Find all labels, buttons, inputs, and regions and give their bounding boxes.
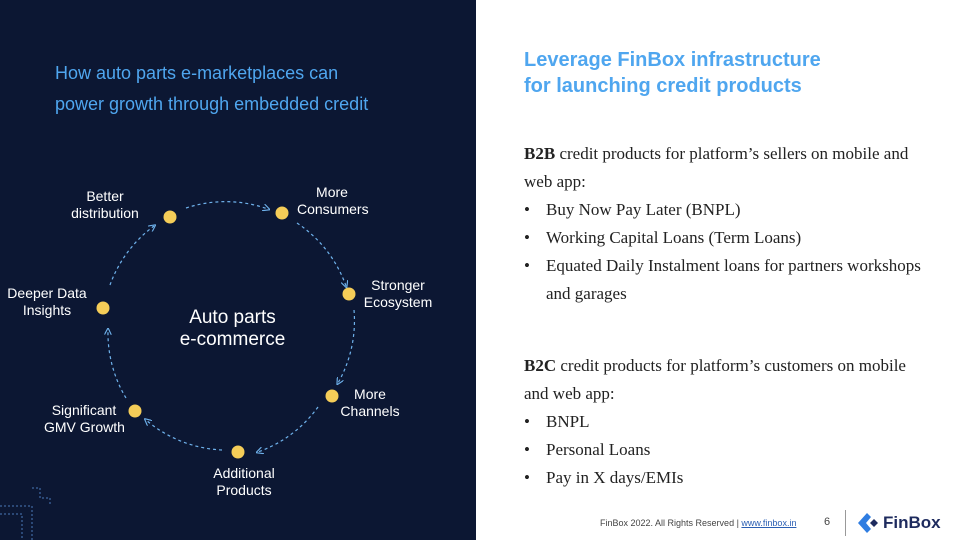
left-panel-title: How auto parts e-marketplaces can power … <box>55 63 369 114</box>
cycle-node-dot <box>325 389 339 403</box>
list-item: •Buy Now Pay Later (BNPL) <box>524 200 741 219</box>
cycle-arrow-5 <box>146 420 223 451</box>
footer-website-link[interactable]: www.finbox.in <box>741 518 797 528</box>
b2b-list: •Buy Now Pay Later (BNPL) •Working Capit… <box>524 196 924 308</box>
node-label-more-consumers: More Consumers <box>297 184 369 217</box>
cycle-arrow-2 <box>296 222 346 286</box>
decorative-corner-lines <box>0 487 51 540</box>
cycle-node-dot <box>163 210 177 224</box>
list-item: •Working Capital Loans (Term Loans) <box>524 228 802 247</box>
cycle-node-dot <box>275 206 289 220</box>
finbox-logo: FinBox <box>856 512 941 534</box>
cycle-arrow-7 <box>109 226 154 286</box>
growth-cycle-diagram <box>96 201 356 459</box>
b2b-intro: B2B credit products for platform’s selle… <box>524 144 909 191</box>
cycle-node-dot <box>128 404 142 418</box>
b2c-section: B2C credit products for platform’s custo… <box>524 352 924 492</box>
list-item: •Personal Loans <box>524 440 651 459</box>
node-label-significant-gmv-growth: Significant GMV Growth <box>44 402 125 435</box>
footer-divider <box>845 510 846 536</box>
node-label-more-channels: More Channels <box>340 386 400 419</box>
list-item: •Pay in X days/EMIs <box>524 468 684 487</box>
node-label-additional-products: Additional Products <box>213 465 275 498</box>
cycle-arrow-4 <box>258 406 319 452</box>
node-label-better-distribution: Better distribution <box>71 188 139 221</box>
finbox-logo-text: FinBox <box>883 513 941 532</box>
cycle-node-dot <box>342 287 356 301</box>
left-panel: How auto parts e-marketplaces can power … <box>0 0 476 540</box>
cycle-node-dot <box>96 301 110 315</box>
cycle-center-label: Auto parts e-commerce <box>179 307 286 350</box>
b2b-section: B2B credit products for platform’s selle… <box>524 140 924 308</box>
finbox-logo-icon <box>858 513 878 533</box>
b2c-intro: B2C credit products for platform’s custo… <box>524 356 906 403</box>
footer-copyright: FinBox 2022. All Rights Reserved | www.f… <box>600 518 797 528</box>
b2c-list: •BNPL •Personal Loans •Pay in X days/EMI… <box>524 408 924 492</box>
node-label-deeper-data-insights: Deeper Data Insights <box>7 285 87 318</box>
cycle-arrow-6 <box>108 330 127 399</box>
right-panel-title: Leverage FinBox infrastructure for launc… <box>524 49 821 97</box>
cycle-node-dot <box>231 445 245 459</box>
cycle-arrow-1 <box>185 201 268 209</box>
page-number: 6 <box>824 516 831 528</box>
node-label-stronger-ecosystem: Stronger Ecosystem <box>363 277 433 310</box>
list-item: •Equated Daily Instalment loans for part… <box>524 256 921 303</box>
list-item: •BNPL <box>524 412 590 431</box>
cycle-arrow-3 <box>338 309 356 383</box>
